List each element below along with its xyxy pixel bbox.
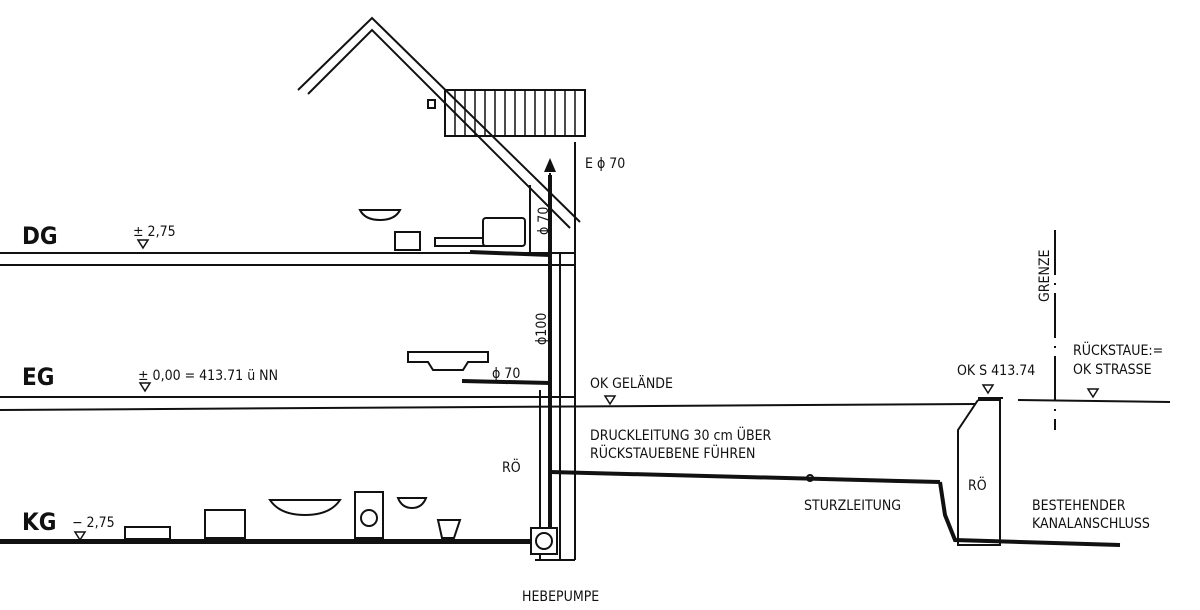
floor-kg-label: KG — [22, 508, 56, 536]
grenze-label: GRENZE — [1037, 249, 1053, 302]
pipes — [0, 158, 1121, 555]
sink-eg — [407, 351, 489, 371]
washbasin-dg — [358, 209, 402, 222]
rueckstau-line2: OK STRASSE — [1073, 362, 1152, 378]
druckleitung-line1: DRUCKLEITUNG 30 cm ÜBER — [590, 426, 772, 444]
fixtures — [124, 209, 526, 540]
tub-kg — [124, 526, 171, 540]
shower-dg — [482, 217, 526, 247]
toilet-dg — [394, 231, 421, 251]
stack-main-label: ϕ100 — [534, 313, 550, 345]
kanal-line2: KANALANSCHLUSS — [1032, 516, 1150, 532]
rueckstau-line1: RÜCKSTAUE:= — [1073, 341, 1163, 359]
level-markers — [73, 239, 1100, 542]
sturzleitung-label: STURZLEITUNG — [804, 498, 901, 514]
bathtub-dg — [434, 237, 486, 247]
inspection-shaft — [957, 397, 1003, 546]
roe-shaft-label: RÖ — [968, 476, 987, 494]
floor-eg-label: EG — [22, 363, 54, 391]
vent-arrow-icon — [544, 158, 556, 172]
street-level — [1017, 399, 1171, 403]
druckleitung-line2: RÜCKSTAUEBENE FÜHREN — [590, 444, 755, 462]
toilet-kg — [436, 519, 462, 539]
vent-label: E ϕ 70 — [585, 156, 625, 172]
ok-gelaende-label: OK GELÄNDE — [590, 374, 673, 392]
washbasin-kg — [268, 499, 342, 517]
washbasin-small-kg — [396, 497, 428, 510]
floor-dg-label: DG — [22, 222, 58, 250]
kanal-line1: BESTEHENDER — [1032, 498, 1126, 514]
structure — [0, 142, 976, 561]
floor-dg-level: ± 2,75 — [133, 224, 176, 240]
oks-label: OK S 413.74 — [957, 363, 1035, 379]
washing-machine — [354, 491, 384, 539]
floor-kg-level: − 2,75 — [72, 515, 115, 531]
lifting-pump — [530, 527, 558, 555]
floor-eg-level: ± 0,00 = 413.71 ü NN — [138, 368, 278, 384]
sink-kg — [204, 509, 246, 539]
roof — [297, 16, 586, 229]
roe-house-label: RÖ — [502, 458, 521, 476]
eg-branch-label: ϕ 70 — [492, 366, 520, 382]
hebepumpe-label: HEBEPUMPE — [522, 589, 599, 605]
stack-dg-label: ϕ 70 — [536, 207, 552, 235]
